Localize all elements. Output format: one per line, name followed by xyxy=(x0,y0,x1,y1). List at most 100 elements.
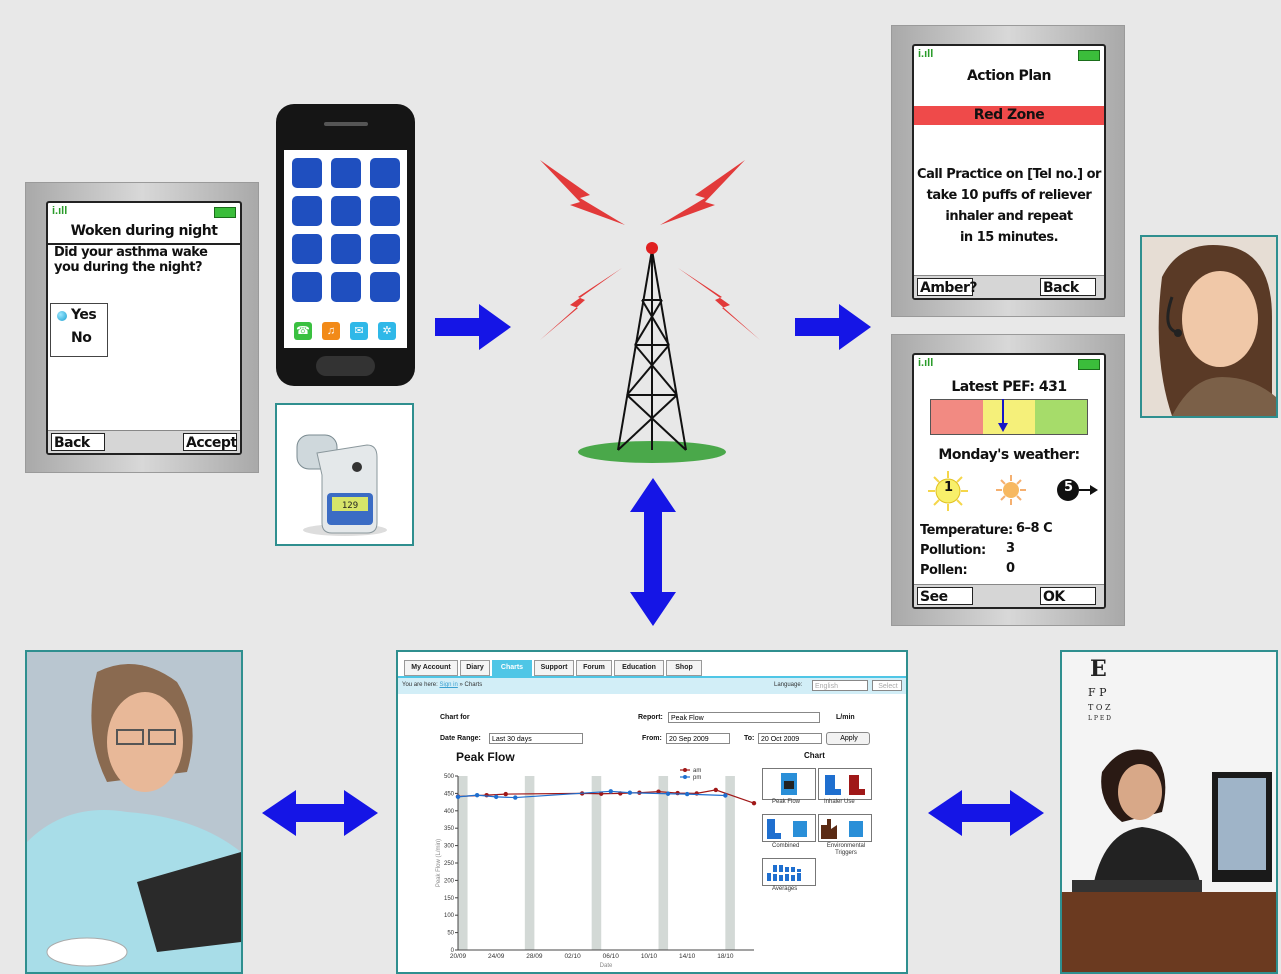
language-label: Language: xyxy=(774,682,803,688)
data-point-am xyxy=(503,791,508,797)
signal-icon: i.ıll xyxy=(918,48,934,60)
chart-option-inhaler-use[interactable] xyxy=(818,768,872,800)
battery-icon xyxy=(1078,359,1100,370)
option-yes[interactable]: Yes xyxy=(71,307,97,323)
weather-row: Temperature: 6–8 C xyxy=(920,521,1098,541)
smartphone: ☎ ♫ ✉ ✲ xyxy=(276,104,415,386)
amber-softkey[interactable]: Amber? xyxy=(917,278,977,296)
data-point-pm xyxy=(684,791,690,797)
arrow-web-clinician xyxy=(928,790,1044,836)
svg-text:E: E xyxy=(1090,656,1107,682)
peak-flow-meter-icon: 129 xyxy=(277,405,412,544)
from-date-input[interactable]: 20 Sep 2009 xyxy=(666,733,730,744)
x-axis-label: Date xyxy=(600,963,613,969)
phone-action-plan: i.ıll Action Plan Red Zone Call Practice… xyxy=(891,25,1125,317)
select-button[interactable]: Select xyxy=(872,680,902,691)
app-tile[interactable] xyxy=(331,196,361,226)
units-label: L/min xyxy=(836,714,855,721)
x-tick-label: 06/10 xyxy=(603,953,620,960)
app-tile[interactable] xyxy=(292,272,322,302)
chart-option-combined[interactable] xyxy=(762,814,816,842)
see-plan-softkey[interactable]: See plan xyxy=(917,587,973,605)
row-label: Pollen: xyxy=(920,563,968,578)
tab-shop[interactable]: Shop xyxy=(666,660,702,676)
tab-bar: My Account Diary Charts Support Forum Ed… xyxy=(398,652,906,676)
tab-charts[interactable]: Charts xyxy=(492,660,532,676)
weather-row: Pollen: 0 xyxy=(920,561,1098,581)
sun-icon xyxy=(994,473,1028,512)
chart-option-label: Peak Flow xyxy=(772,799,801,805)
chart-option-environmental[interactable] xyxy=(818,814,872,842)
data-point-pm xyxy=(493,794,499,800)
apply-button[interactable]: Apply xyxy=(826,732,870,745)
chart-option-peak-flow[interactable] xyxy=(762,768,816,800)
music-app-icon[interactable]: ♫ xyxy=(322,322,340,340)
date-range-select[interactable]: Last 30 days xyxy=(489,733,583,744)
back-softkey[interactable]: Back xyxy=(51,433,105,451)
ok-softkey[interactable]: OK xyxy=(1040,587,1096,605)
option-no[interactable]: No xyxy=(71,330,92,346)
pef-zone-bar xyxy=(930,399,1088,435)
app-tile[interactable] xyxy=(292,196,322,226)
phone-pef-weather: i.ıll Latest PEF: 431 Monday's weather: … xyxy=(891,334,1125,626)
app-tile[interactable] xyxy=(370,234,400,264)
transmission-tower xyxy=(530,150,780,465)
mail-app-icon[interactable]: ✉ xyxy=(350,322,368,340)
phone-screen: i.ıll Latest PEF: 431 Monday's weather: … xyxy=(912,353,1106,609)
y-tick-label: 300 xyxy=(444,844,455,850)
home-button[interactable] xyxy=(316,356,375,376)
breadcrumb-signin-link[interactable]: Sign in xyxy=(439,682,458,688)
data-point-am xyxy=(599,791,604,796)
chart-option-label: Averages xyxy=(772,886,798,892)
y-tick-label: 200 xyxy=(444,878,455,884)
legend-marker xyxy=(683,768,687,772)
svg-text:129: 129 xyxy=(342,501,358,511)
arrow-vertical-tower-web xyxy=(630,478,676,626)
chart-option-averages[interactable] xyxy=(762,858,816,886)
row-value: 3 xyxy=(1006,541,1015,556)
chart-option-label: Inhaler Use xyxy=(824,799,855,805)
data-point-am xyxy=(713,787,719,793)
app-tile[interactable] xyxy=(370,272,400,302)
weekend-band xyxy=(725,776,735,950)
chart-panel-title: Chart xyxy=(804,751,825,760)
tab-education[interactable]: Education xyxy=(614,660,664,676)
softkey-bar: Amber? Back xyxy=(914,275,1104,298)
clinician-icon: E F P T O Z L P E D xyxy=(1062,652,1276,972)
data-point-pm xyxy=(627,790,633,795)
question-text: Did your asthma wake you during the nigh… xyxy=(54,245,208,275)
tab-forum[interactable]: Forum xyxy=(576,660,612,676)
app-tile[interactable] xyxy=(331,158,361,188)
averages-bars-icon xyxy=(767,865,801,881)
app-tile[interactable] xyxy=(370,158,400,188)
app-tile[interactable] xyxy=(292,234,322,264)
y-tick-label: 0 xyxy=(451,948,455,954)
tab-my-account[interactable]: My Account xyxy=(404,660,458,676)
y-tick-label: 400 xyxy=(444,809,455,815)
message-line: take 10 puffs of reliever xyxy=(926,188,1092,203)
y-tick-label: 50 xyxy=(447,931,454,937)
radio-selected-icon[interactable] xyxy=(57,311,67,321)
weekend-band xyxy=(524,776,535,950)
tab-support[interactable]: Support xyxy=(534,660,574,676)
uv-sun-icon xyxy=(926,469,970,518)
settings-app-icon[interactable]: ✲ xyxy=(378,322,396,340)
phone-app-icon[interactable]: ☎ xyxy=(294,322,312,340)
app-tile[interactable] xyxy=(370,196,400,226)
accept-softkey[interactable]: Accept xyxy=(183,433,237,451)
report-select[interactable]: Peak Flow xyxy=(668,712,820,723)
app-tile[interactable] xyxy=(292,158,322,188)
clinician-phone-photo: E F P T O Z L P E D xyxy=(1060,650,1278,974)
row-label: Temperature: xyxy=(920,523,1013,538)
y-tick-label: 350 xyxy=(444,826,455,832)
app-tile[interactable] xyxy=(331,272,361,302)
language-select[interactable]: English xyxy=(812,680,868,691)
row-value: 6–8 C xyxy=(1016,521,1053,536)
tab-diary[interactable]: Diary xyxy=(460,660,490,676)
peak-flow-meter-icon xyxy=(781,773,797,795)
to-date-input[interactable]: 20 Oct 2009 xyxy=(758,733,822,744)
breadcrumb: You are here: Sign in » Charts xyxy=(402,682,482,688)
back-softkey[interactable]: Back xyxy=(1040,278,1096,296)
app-tile[interactable] xyxy=(331,234,361,264)
